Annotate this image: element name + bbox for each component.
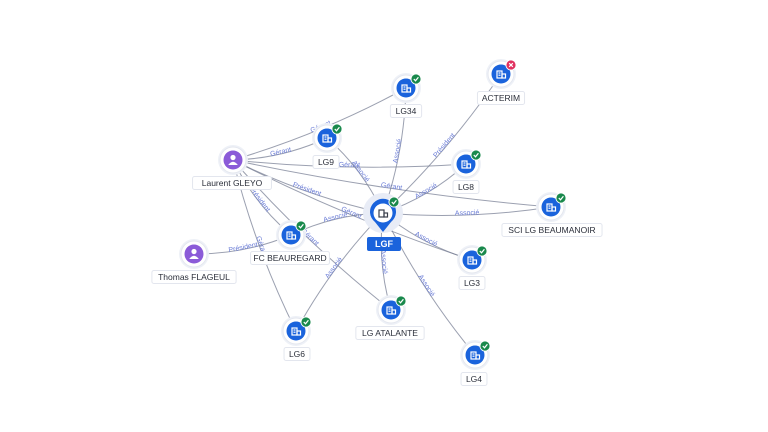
node-lg34[interactable]: LG34 (389, 73, 423, 118)
edge-line (232, 159, 473, 261)
building-icon (291, 327, 302, 336)
edge-label: Associé (379, 249, 388, 274)
check-icon (295, 220, 307, 232)
node-label: LG ATALANTE (362, 328, 418, 338)
check-icon (331, 123, 343, 135)
company-badge (462, 250, 482, 270)
node-acterim[interactable]: ACTERIM (476, 59, 526, 105)
node-label: SCI LG BEAUMANOIR (508, 225, 595, 235)
building-icon (470, 351, 481, 360)
node-lg6[interactable]: LG6 (281, 316, 312, 361)
company-badge (465, 345, 485, 365)
node-label: ACTERIM (482, 93, 520, 103)
building-icon (496, 70, 507, 79)
node-label-bg (389, 104, 423, 118)
node-label: LG3 (464, 278, 480, 288)
node-label-bg (312, 155, 340, 169)
edge-line (382, 212, 476, 356)
edge-label: Gérant (270, 147, 292, 159)
edge-label: Associé (323, 211, 349, 224)
building-icon (286, 231, 297, 240)
node-label: Laurent GLEYO (202, 178, 263, 188)
building-icon (461, 160, 472, 169)
edge-label: Associé (416, 274, 435, 298)
node-lg9[interactable]: LG9 (312, 123, 343, 169)
edge-label: Associé (455, 210, 480, 218)
building-icon (401, 84, 412, 93)
node-lg4[interactable]: LG4 (460, 340, 491, 386)
node-label: Thomas FLAGEUL (158, 272, 230, 282)
check-icon (470, 149, 482, 161)
node-label-bg (460, 372, 488, 386)
close-icon (505, 59, 517, 71)
node-label: LG8 (458, 182, 474, 192)
node-label: LG34 (396, 106, 417, 116)
node-label: LG6 (289, 349, 305, 359)
company-badge (491, 64, 511, 84)
person-icon (228, 154, 238, 165)
person-icon (189, 248, 199, 259)
edge-label: Associé (392, 138, 403, 163)
edge-lgf-scilg: Associé (382, 206, 552, 218)
node-lgf-center[interactable]: LGF (363, 193, 403, 251)
node-thomas-flageul[interactable]: Thomas FLAGEUL (151, 239, 237, 284)
center-label: LGF (375, 239, 393, 249)
node-label-bg (458, 276, 486, 290)
node-label-bg (452, 180, 480, 194)
check-icon (395, 295, 407, 307)
edge-label: Président (432, 132, 457, 159)
edge-label: Associé (414, 182, 439, 201)
center-inner (373, 203, 393, 223)
node-label: LG9 (318, 157, 334, 167)
company-badge (541, 197, 561, 217)
edge-label: Gérant (339, 162, 361, 169)
building-icon (378, 209, 389, 218)
node-lg-atalante[interactable]: LG ATALANTE (355, 295, 425, 340)
check-icon (388, 196, 400, 208)
node-label-bg (476, 91, 526, 105)
edge-line (295, 212, 384, 332)
node-lg3[interactable]: LG3 (457, 245, 488, 290)
edge-lgleyo-lg8: Gérant (232, 159, 467, 169)
building-icon (322, 134, 333, 143)
node-label-bg (250, 251, 330, 265)
node-label-bg (355, 326, 425, 340)
company-badge (286, 321, 306, 341)
check-icon (410, 73, 422, 85)
check-icon (300, 316, 312, 328)
company-badge (456, 154, 476, 174)
company-badge (396, 78, 416, 98)
building-icon (386, 306, 397, 315)
node-label: FC BEAUREGARD (253, 253, 326, 263)
company-badge (281, 225, 301, 245)
node-label-bg (192, 176, 272, 190)
company-badge (381, 300, 401, 320)
edge-line (232, 159, 467, 168)
edge-lgf-lg6: Associé (295, 212, 384, 332)
building-icon (467, 256, 478, 265)
check-icon (555, 192, 567, 204)
node-label-bg (151, 270, 237, 284)
building-icon (546, 203, 557, 212)
node-laurent-gleyo[interactable]: Laurent GLEYO (192, 145, 272, 190)
edge-label: Associé (350, 160, 370, 184)
node-sci-lg-beaumanoir[interactable]: SCI LG BEAUMANOIR (501, 192, 603, 237)
node-fc-beauregard[interactable]: FC BEAUREGARD (250, 220, 330, 265)
check-icon (476, 245, 488, 257)
node-lg8[interactable]: LG8 (451, 149, 482, 194)
node-label: LG4 (466, 374, 482, 384)
company-badge (317, 128, 337, 148)
check-icon (479, 340, 491, 352)
edge-label: Associé (413, 231, 438, 249)
node-label-bg (283, 347, 311, 361)
center-label-bg (367, 237, 401, 251)
node-label-bg (501, 223, 603, 237)
